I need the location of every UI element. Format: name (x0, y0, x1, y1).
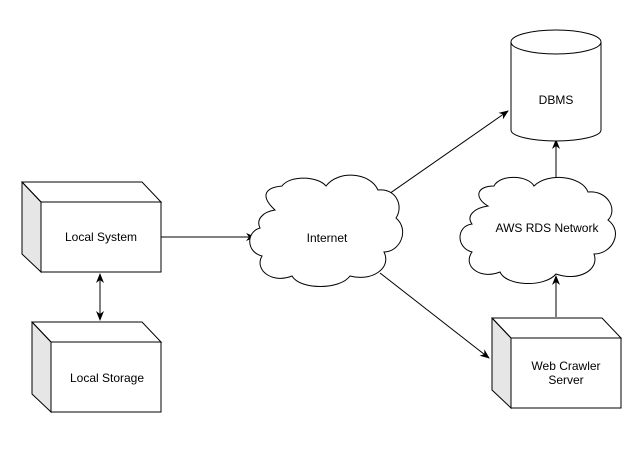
edge-internet-to-dbms (375, 110, 509, 204)
local-system-label: Local System (65, 230, 137, 244)
database-icon (510, 42, 602, 142)
web-crawler-server-label-line2: Server (548, 373, 583, 387)
internet-label: Internet (307, 231, 348, 245)
dbms-node[interactable]: DBMS (510, 29, 602, 142)
web-crawler-server-node[interactable]: Web Crawler Server (490, 317, 623, 410)
aws-rds-network-node[interactable]: AWS RDS Network (459, 176, 616, 285)
local-storage-label: Local Storage (70, 371, 144, 385)
dbms-label: DBMS (539, 93, 574, 107)
local-storage-node[interactable]: Local Storage (30, 321, 163, 414)
edge-internet-to-web-crawler-server (379, 272, 490, 359)
cloud-icon (249, 174, 404, 287)
local-system-node[interactable]: Local System (20, 181, 163, 274)
aws-rds-network-label: AWS RDS Network (496, 221, 600, 235)
web-crawler-server-label-line1: Web Crawler (531, 359, 600, 373)
cloud-icon (459, 176, 616, 285)
internet-node[interactable]: Internet (249, 174, 404, 287)
